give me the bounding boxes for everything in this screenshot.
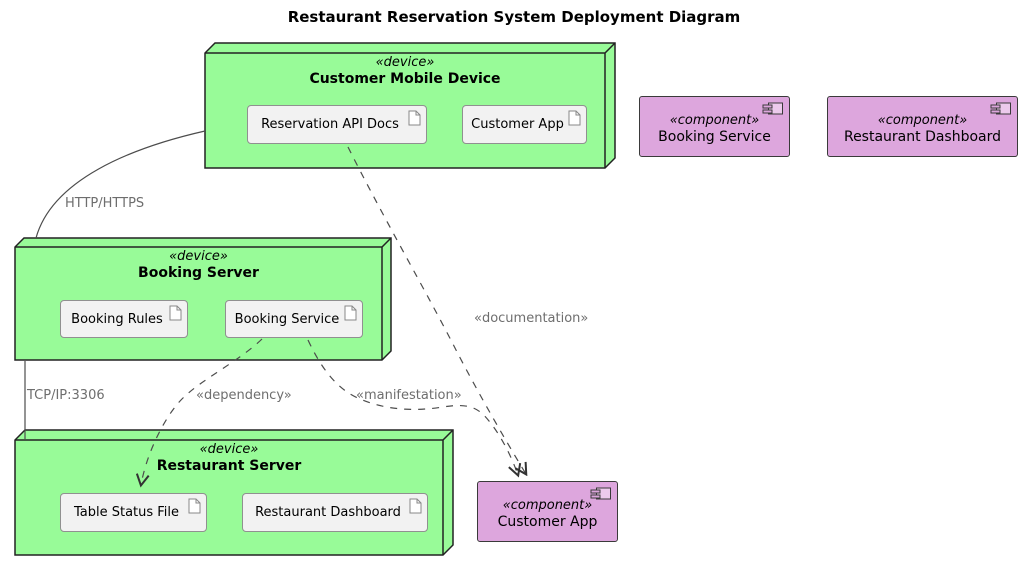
component-booking-service: «component» Booking Service bbox=[639, 96, 790, 157]
artifact-label: Booking Rules bbox=[71, 311, 163, 327]
artifact-label: Restaurant Dashboard bbox=[255, 505, 401, 520]
artifact-booking-service: Booking Service bbox=[225, 300, 363, 338]
component-name: Customer App bbox=[497, 514, 598, 530]
component-name: Restaurant Dashboard bbox=[843, 129, 1002, 145]
component-icon bbox=[590, 487, 611, 500]
edge-http-https bbox=[35, 130, 206, 239]
component-restaurant-dashboard: «component» Restaurant Dashboard bbox=[827, 96, 1018, 157]
edge-label-dependency: «dependency» bbox=[196, 388, 292, 403]
diagram-title: Restaurant Reservation System Deployment… bbox=[287, 8, 741, 26]
node-label-restaurant-server: «device» Restaurant Server bbox=[15, 442, 443, 474]
component-icon bbox=[990, 102, 1011, 115]
artifact-label: Table Status File bbox=[73, 505, 180, 520]
component-stereotype: «component» bbox=[669, 113, 760, 128]
artifact-reservation-api-docs: Reservation API Docs bbox=[247, 105, 427, 144]
artifact-restaurant-dashboard: Restaurant Dashboard bbox=[242, 493, 428, 532]
artifact-customer-app: Customer App bbox=[462, 105, 587, 144]
edge-label-tcp-ip: TCP/IP:3306 bbox=[27, 388, 105, 403]
device-name: Customer Mobile Device bbox=[309, 71, 501, 87]
document-icon bbox=[344, 305, 357, 321]
artifact-label: Booking Service bbox=[234, 311, 340, 327]
artifact-table-status-file: Table Status File bbox=[60, 493, 207, 532]
device-stereotype: «device» bbox=[375, 55, 435, 70]
component-stereotype: «component» bbox=[877, 113, 968, 128]
document-icon bbox=[408, 110, 421, 126]
artifact-label: Customer App bbox=[471, 117, 564, 132]
component-name: Booking Service bbox=[658, 129, 771, 145]
component-stereotype: «component» bbox=[502, 498, 593, 513]
artifact-booking-rules: Booking Rules bbox=[60, 300, 188, 338]
node-label-customer-mobile-device: «device» Customer Mobile Device bbox=[205, 55, 605, 87]
document-icon bbox=[188, 498, 201, 514]
edge-label-manifestation: «manifestation» bbox=[356, 388, 462, 403]
document-icon bbox=[169, 305, 182, 321]
document-icon bbox=[568, 110, 581, 126]
device-stereotype: «device» bbox=[169, 249, 228, 264]
edge-label-http-https: HTTP/HTTPS bbox=[65, 196, 145, 211]
component-icon bbox=[762, 102, 783, 115]
node-label-booking-server: «device» Booking Server bbox=[15, 249, 382, 281]
device-name: Restaurant Server bbox=[156, 458, 302, 474]
edge-label-documentation: «documentation» bbox=[474, 311, 589, 326]
device-stereotype: «device» bbox=[199, 442, 259, 457]
edge-manifestation bbox=[307, 339, 518, 475]
device-name: Booking Server bbox=[138, 265, 259, 281]
component-customer-app: «component» Customer App bbox=[477, 481, 618, 542]
artifact-label: Reservation API Docs bbox=[261, 117, 399, 132]
document-icon bbox=[409, 498, 422, 514]
edge-dependency bbox=[141, 338, 263, 485]
